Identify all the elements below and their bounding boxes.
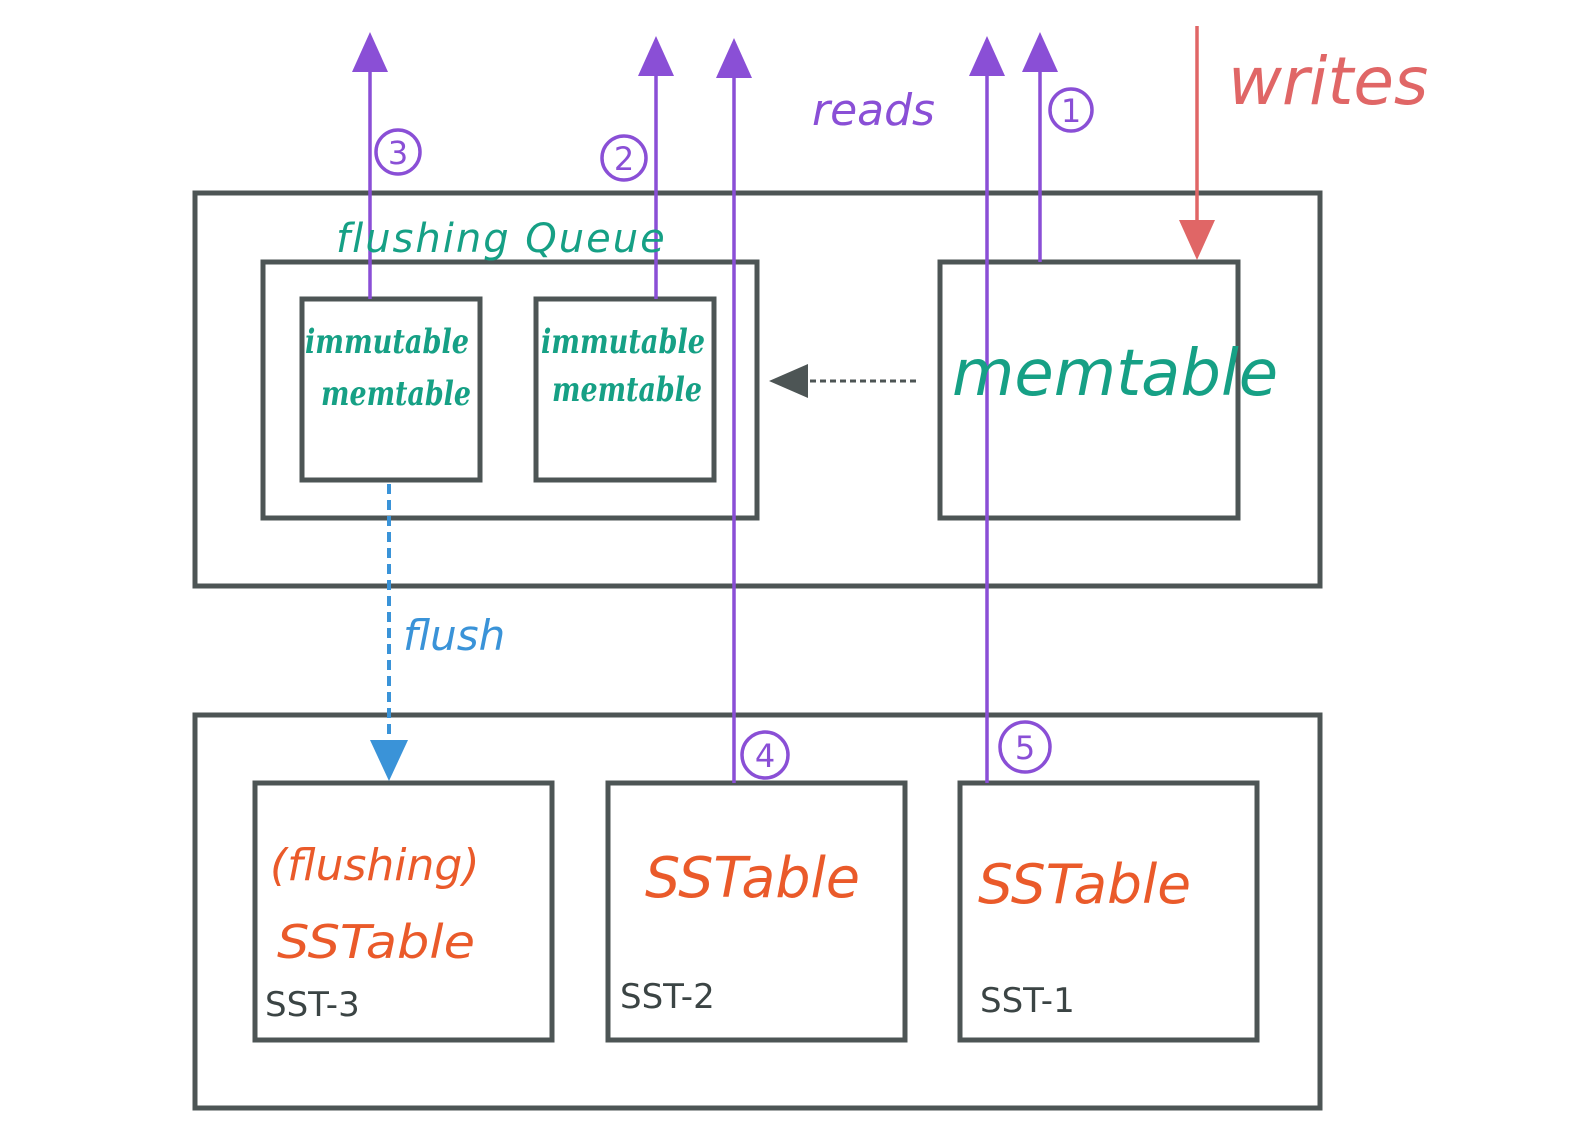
immutable-memtable-box-2	[533, 296, 717, 483]
immutable-memtable-2-line2: memtable	[552, 370, 702, 410]
marker-4: 4	[740, 730, 790, 780]
flushing-queue-title: flushing Queue	[336, 216, 667, 262]
sstable-box-2	[605, 780, 908, 1043]
read-arrow-3-head	[352, 32, 388, 72]
immutable-memtable-2-line1: immutable	[541, 322, 705, 362]
sstable-box-1	[957, 780, 1260, 1043]
sst-3-id: SST-3	[265, 985, 360, 1025]
memtable-box	[937, 259, 1241, 521]
writes-label: writes	[1228, 43, 1428, 120]
sstable-2-label: SSTable	[645, 846, 860, 911]
memory-region-box	[192, 190, 1323, 589]
marker-2: 2	[600, 134, 648, 182]
sst-2-id: SST-2	[620, 977, 715, 1017]
flushing-sstable-line1: (flushing)	[270, 840, 480, 891]
writes-arrow	[1179, 26, 1215, 260]
read-arrow-2-head	[638, 36, 674, 76]
flush-arrow	[370, 484, 408, 781]
immutable-memtable-box-1	[299, 296, 483, 483]
read-arrow-1-head	[1022, 32, 1058, 72]
marker-1: 1	[1048, 87, 1094, 133]
marker-5-text: 5	[1015, 729, 1035, 767]
flush-label: flush	[403, 611, 505, 660]
sstable-1-label: SSTable	[978, 853, 1191, 916]
immutable-memtable-1-line2: memtable	[321, 374, 471, 414]
read-arrow-5-head	[969, 36, 1005, 76]
immutable-memtable-1-line1: immutable	[305, 322, 469, 362]
marker-5: 5	[998, 720, 1052, 774]
read-arrows	[352, 32, 1058, 783]
memtable-to-queue-arrow	[769, 364, 916, 398]
reads-label: reads	[812, 85, 935, 136]
memtable-label: memtable	[952, 337, 1278, 411]
marker-3: 3	[374, 128, 422, 176]
disk-region-box	[192, 712, 1323, 1111]
marker-1-text: 1	[1061, 92, 1081, 130]
marker-2-text: 2	[614, 140, 634, 178]
sstable-box-3	[252, 780, 555, 1043]
marker-3-text: 3	[388, 134, 408, 172]
flushing-queue-box	[260, 259, 760, 521]
sst-1-id: SST-1	[980, 981, 1075, 1021]
read-arrow-4-head	[716, 38, 752, 78]
marker-4-text: 4	[755, 737, 775, 775]
flushing-sstable-line2: SSTable	[277, 915, 475, 969]
